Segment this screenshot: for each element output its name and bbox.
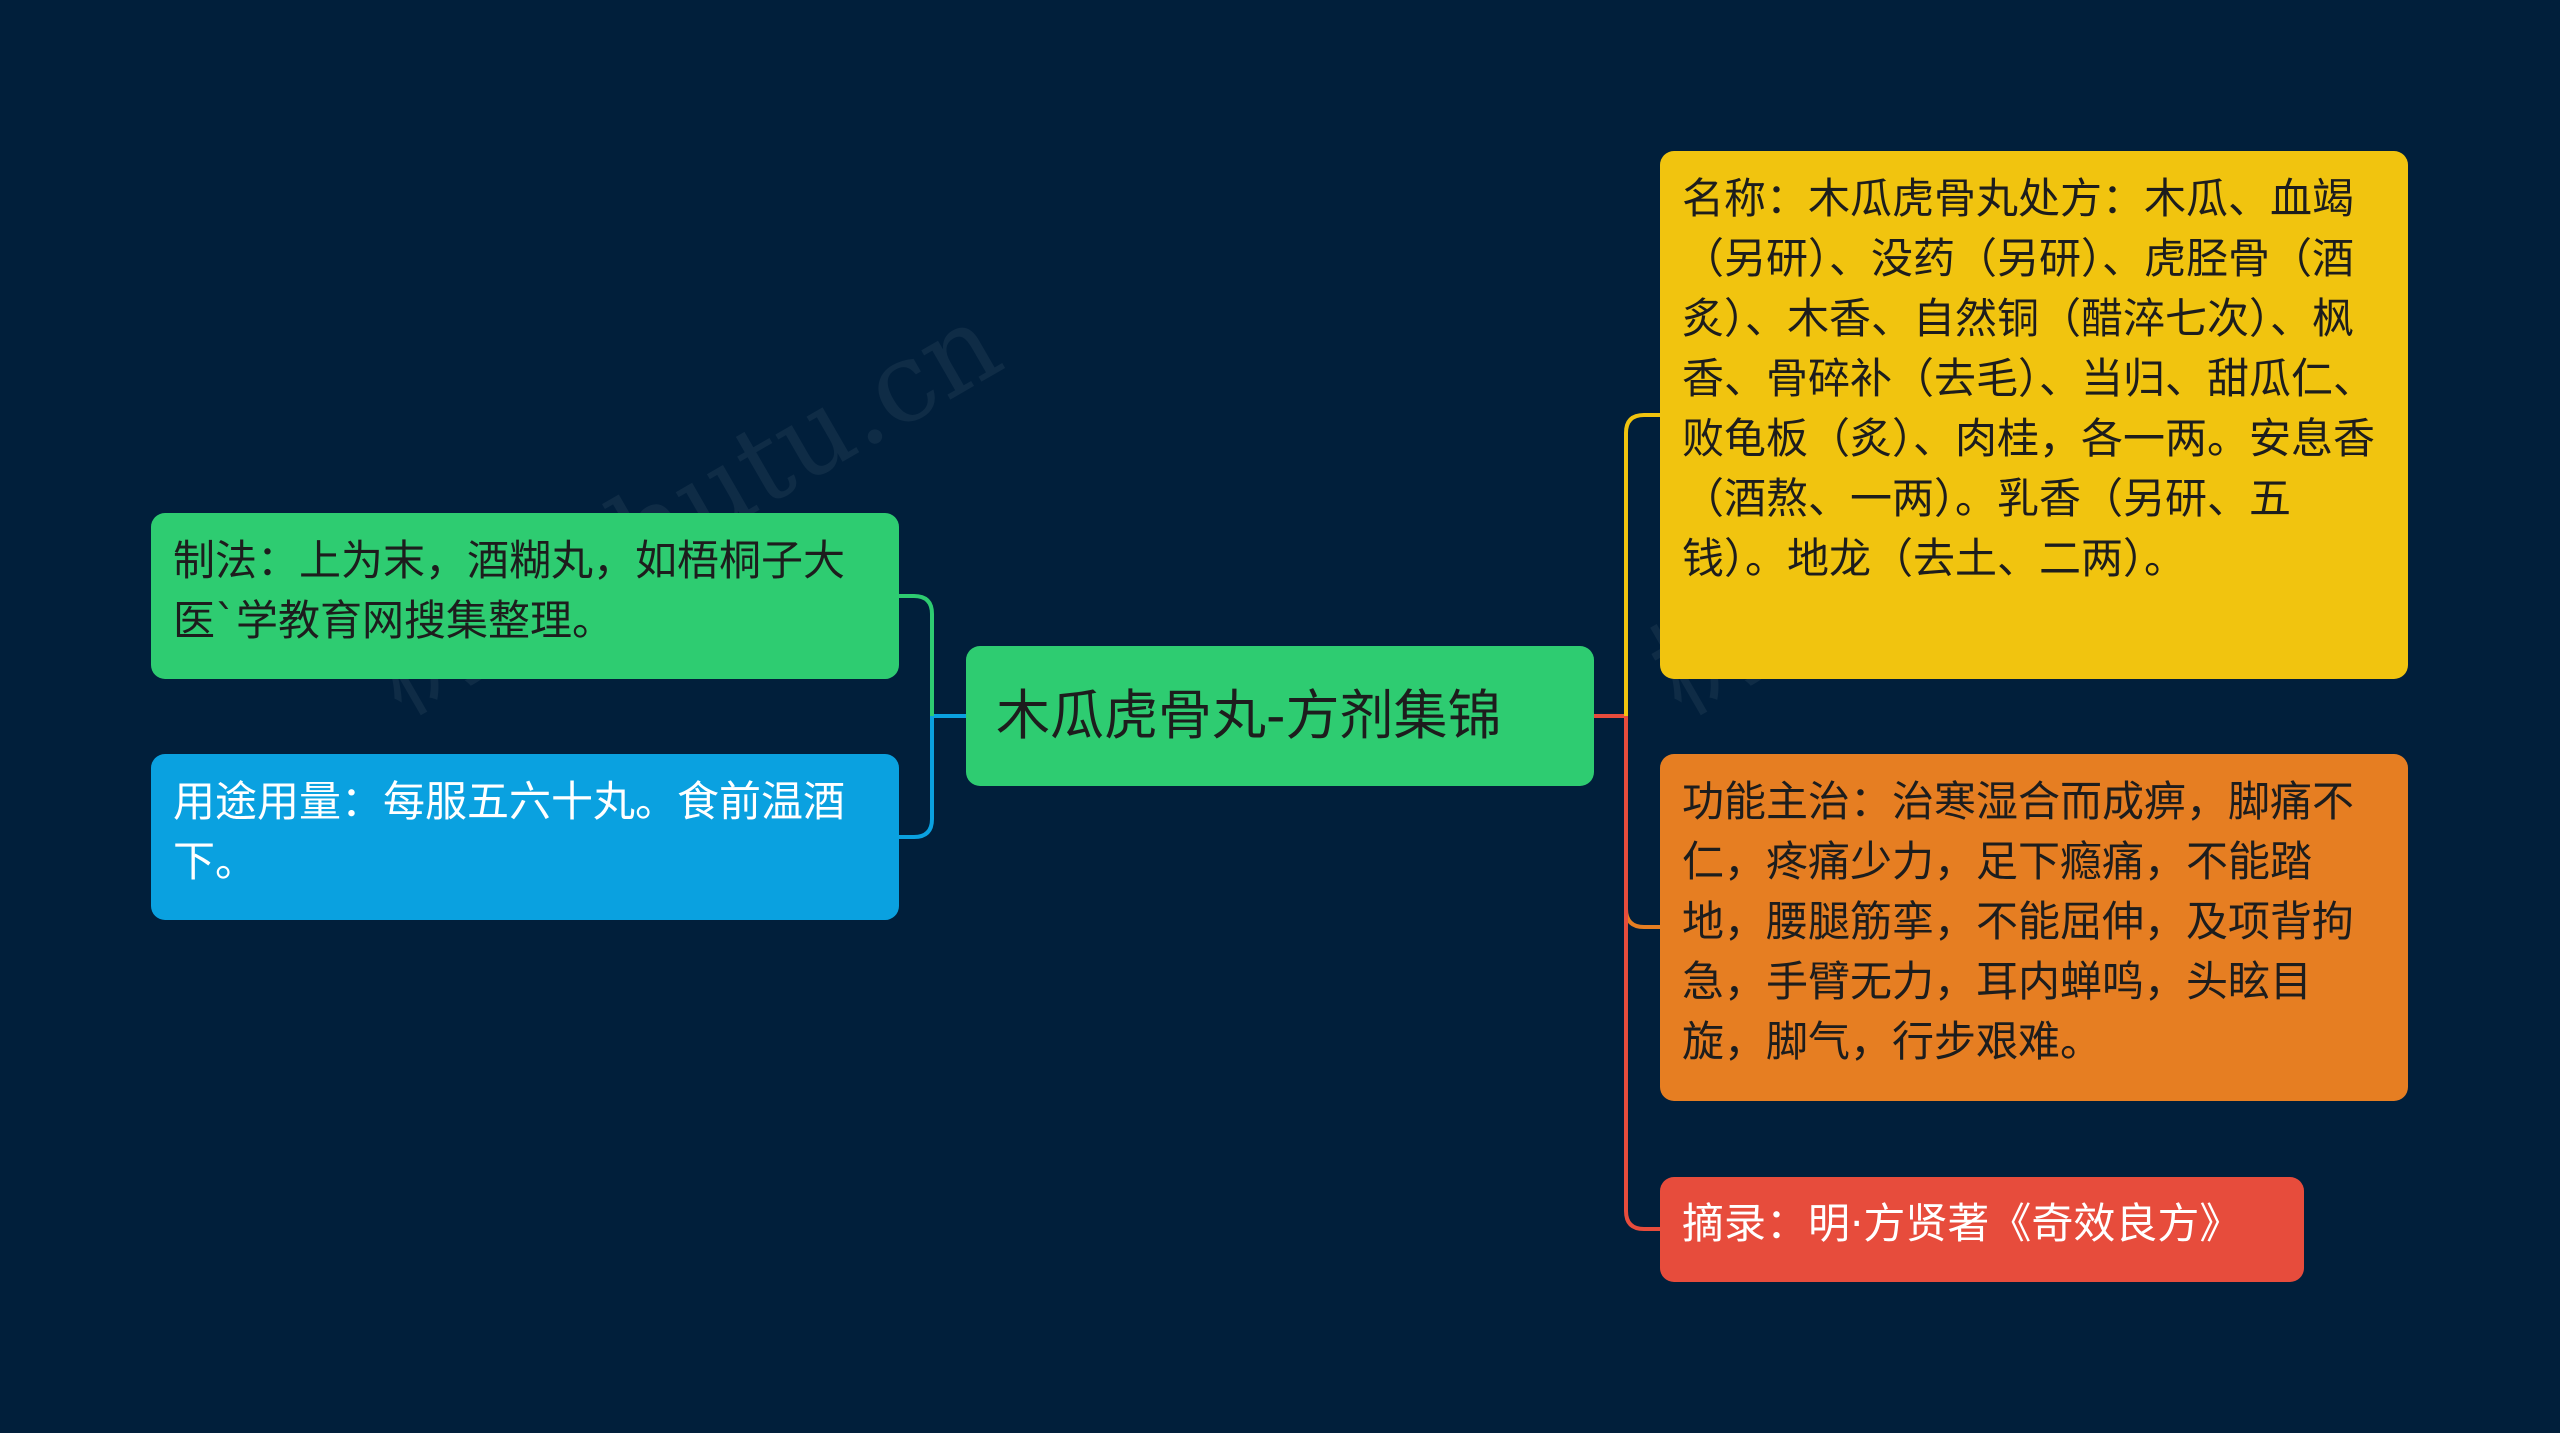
root-node[interactable]: 木瓜虎骨丸-方剂集锦 <box>966 646 1594 786</box>
node-indications[interactable]: 功能主治：治寒湿合而成痹，脚痛不仁，疼痛少力，足下瘾痛，不能踏地，腰腿筋挛，不能… <box>1660 754 2408 1101</box>
connector-right-0 <box>1624 413 1660 716</box>
node-source[interactable]: 摘录：明·方贤著《奇效良方》 <box>1660 1177 2304 1282</box>
node-preparation[interactable]: 制法：上为末，酒糊丸，如梧桐子大医`学教育网搜集整理。 <box>151 513 899 679</box>
connector-left-0 <box>899 594 934 716</box>
connector-right-2 <box>1624 716 1660 1231</box>
node-usage-dosage[interactable]: 用途用量：每服五六十丸。食前温酒下。 <box>151 754 899 920</box>
node-name-prescription[interactable]: 名称：木瓜虎骨丸处方：木瓜、血竭（另研）、没药（另研）、虎胫骨（酒炙）、木香、自… <box>1660 151 2408 679</box>
connector-left-1 <box>899 716 934 839</box>
connector-right-1 <box>1624 716 1660 929</box>
